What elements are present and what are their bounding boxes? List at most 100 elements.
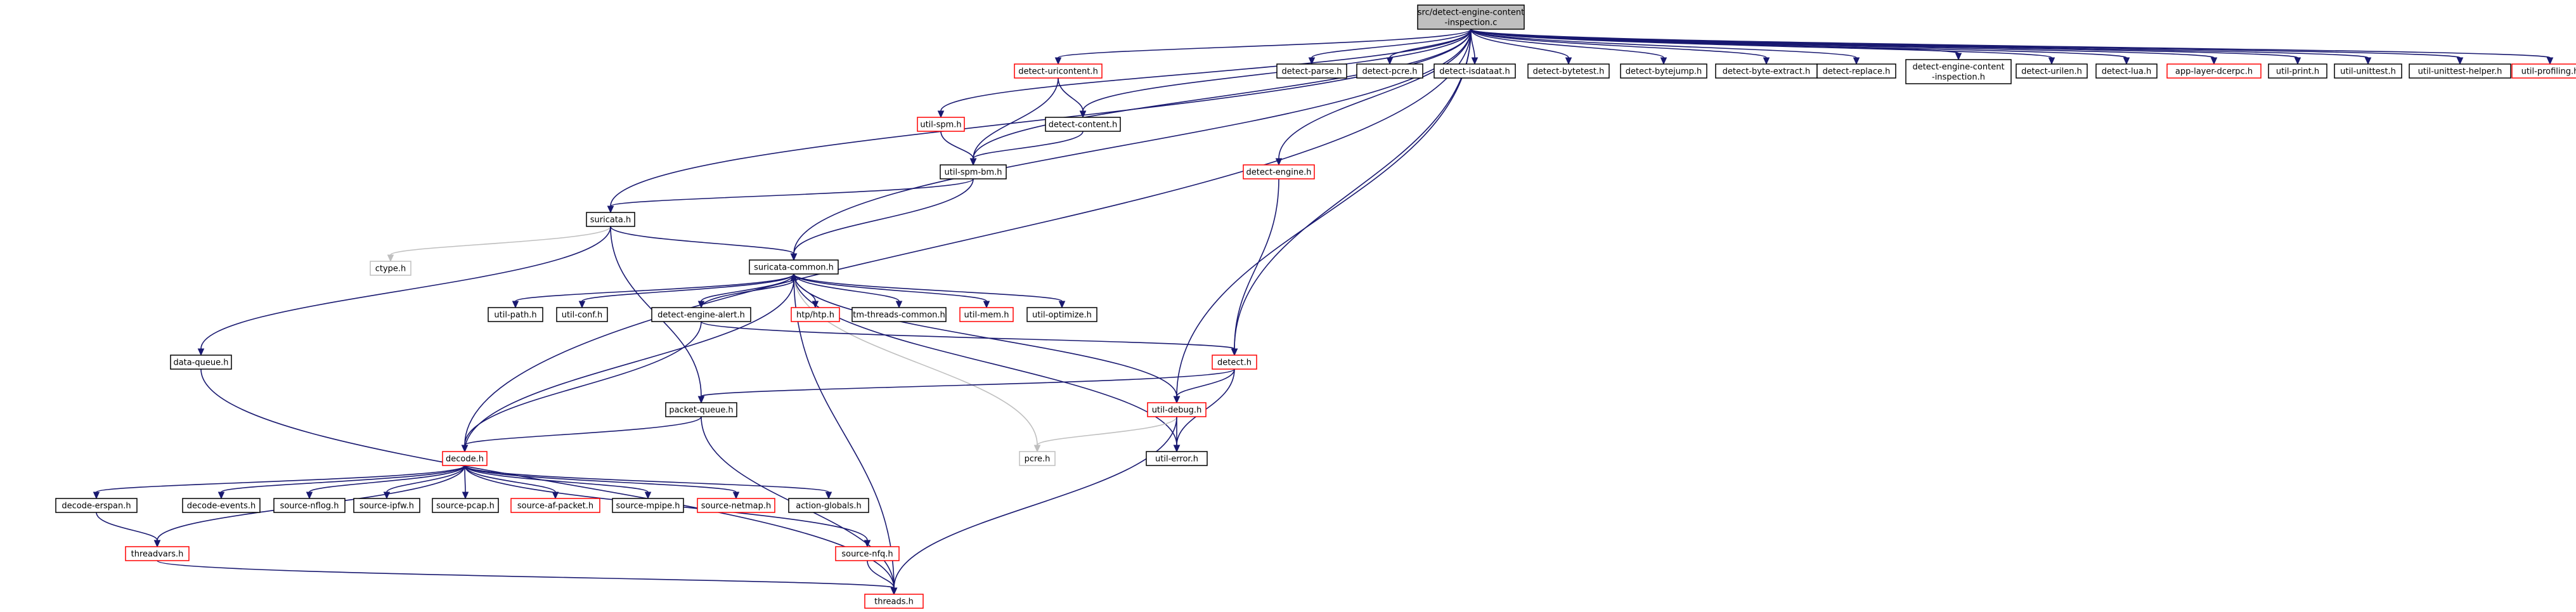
node-sourcemplpe[interactable]: source-mpipe.h <box>612 498 684 513</box>
node-utilmem[interactable]: util-mem.h <box>959 307 1014 322</box>
node-threads[interactable]: threads.h <box>864 594 924 609</box>
node-decodeevents[interactable]: decode-events.h <box>182 498 261 513</box>
node-sourcenflog[interactable]: source-nflog.h <box>273 498 346 513</box>
node-utilunittesthelper-box <box>2409 63 2511 79</box>
node-detectreplace[interactable]: detect-replace.h <box>1816 63 1896 79</box>
node-utilunittesthelper[interactable]: util-unittest-helper.h <box>2409 63 2511 79</box>
node-decodeevents-box <box>182 498 261 513</box>
edge-packetqueue-to-decode <box>464 416 702 446</box>
node-root[interactable]: src/detect-engine-content-inspection.c <box>1417 4 1525 30</box>
node-utilspm-box <box>917 117 965 132</box>
arrowhead-decodeerspan-to-threadvars <box>153 540 161 548</box>
node-sourcepcap[interactable]: source-pcap.h <box>432 498 499 513</box>
node-actionglobals[interactable]: action-globals.h <box>788 498 869 513</box>
arrowhead-suricata-to-suricatacommon <box>790 253 798 261</box>
node-detectenginecontentinspection-box <box>1905 59 2012 84</box>
node-sourceipfw-box <box>353 498 420 513</box>
node-htphtp-box <box>791 307 840 322</box>
node-utiloptimize[interactable]: util-optimize.h <box>1026 307 1097 322</box>
node-detecturilen-label: detect-urilen.h <box>2021 67 2082 77</box>
node-detectenginecontentinspection[interactable]: detect-engine-content-inspection.h <box>1905 59 2012 84</box>
node-htphtp[interactable]: htp/htp.h <box>791 307 840 322</box>
node-decode[interactable]: decode.h <box>442 451 488 466</box>
node-utilspm[interactable]: util-spm.h <box>917 117 965 132</box>
node-detectenginealert[interactable]: detect-engine-alert.h <box>651 307 751 322</box>
node-utilpath[interactable]: util-path.h <box>488 307 543 322</box>
arrowhead-root-to-detectreplace <box>1853 57 1860 65</box>
edge-utildebug-to-threads <box>893 416 1177 589</box>
node-detectlua[interactable]: detect-lua.h <box>2095 63 2158 79</box>
node-utilunittest[interactable]: util-unittest.h <box>2334 63 2402 79</box>
edge-utilspmbm-to-suricatacommon <box>793 178 974 254</box>
node-tmthreadscommon[interactable]: tm-threads-common.h <box>851 307 947 322</box>
arrowhead-root-to-utilprofiling <box>2546 57 2554 65</box>
arrowhead-root-to-detecturilen <box>2048 57 2055 65</box>
arrowhead-root-to-utilspm <box>937 110 945 119</box>
node-sourceipfw[interactable]: source-ipfw.h <box>353 498 420 513</box>
node-threadvars[interactable]: threadvars.h <box>125 546 190 561</box>
node-utilprint[interactable]: util-print.h <box>2268 63 2327 79</box>
node-utilerror-box <box>1146 451 1208 466</box>
node-packetqueue[interactable]: packet-queue.h <box>665 402 737 417</box>
node-detectbytejump[interactable]: detect-bytejump.h <box>1620 63 1707 79</box>
node-detectparse-box <box>1276 63 1347 79</box>
node-utiloptimize-box <box>1026 307 1097 322</box>
edge-suricatacommon-to-pcre <box>793 273 1038 446</box>
node-utilerror[interactable]: util-error.h <box>1146 451 1208 466</box>
arrowhead-decode-to-sourcepcap <box>462 492 469 500</box>
node-utilunittest-label: util-unittest.h <box>2340 67 2396 77</box>
node-detectbyteextract[interactable]: detect-byte-extract.h <box>1715 63 1818 79</box>
arrowhead-root-to-utilprint <box>2294 57 2301 65</box>
node-applayerdcerpc[interactable]: app-layer-dcerpc.h <box>2166 63 2262 79</box>
edge-suricata-to-suricatacommon <box>610 226 794 254</box>
edge-suricata-to-ctype <box>390 226 611 256</box>
node-detectbytetest-label: detect-bytetest.h <box>1533 67 1605 77</box>
node-detectcontent[interactable]: detect-content.h <box>1045 117 1121 132</box>
node-decodeerspan-label: decode-erspan.h <box>61 502 131 511</box>
arrowhead-utildebug-to-pcre <box>1033 445 1041 453</box>
edge-detectenginealert-to-suricatacommon <box>701 280 794 308</box>
node-detectbytetest[interactable]: detect-bytetest.h <box>1527 63 1610 79</box>
node-actionglobals-box <box>788 498 869 513</box>
node-sourceafpacket[interactable]: source-af-packet.h <box>510 498 600 513</box>
node-detecturicontent[interactable]: detect-uricontent.h <box>1014 63 1103 79</box>
node-suricatacommon[interactable]: suricata-common.h <box>749 259 839 275</box>
edge-utilspm-to-utilspmbm <box>940 131 974 159</box>
edge-root-to-utilspm <box>940 29 1472 112</box>
arrowhead-root-to-utilunittesthelper <box>2456 57 2464 65</box>
node-sourcenetmap[interactable]: source-netmap.h <box>697 498 775 513</box>
node-utilmem-label: util-mem.h <box>964 311 1009 320</box>
node-utilprofiling[interactable]: util-profiling.h <box>2511 63 2576 79</box>
node-detecturilen[interactable]: detect-urilen.h <box>2016 63 2088 79</box>
edge-suricatacommon-to-utilconf <box>581 273 794 302</box>
node-sourcepcap-label: source-pcap.h <box>436 502 495 511</box>
node-detectparse[interactable]: detect-parse.h <box>1276 63 1347 79</box>
edge-root-to-detectreplace <box>1470 29 1857 58</box>
node-dataqueue[interactable]: data-queue.h <box>170 355 232 370</box>
node-decodeevents-label: decode-events.h <box>187 502 256 511</box>
edge-root-to-detect <box>1234 29 1472 349</box>
node-utildebug-box <box>1147 402 1207 417</box>
node-suricatacommon-label: suricata-common.h <box>754 263 834 273</box>
node-utilspmbm[interactable]: util-spm-bm.h <box>940 164 1007 179</box>
node-decodeerspan[interactable]: decode-erspan.h <box>55 498 138 513</box>
edge-root-to-utilprofiling <box>1470 29 2551 58</box>
node-utilprint-box <box>2268 63 2327 79</box>
node-detectpcre[interactable]: detect-pcre.h <box>1356 63 1423 79</box>
edge-root-to-utilspmbm <box>973 29 1472 159</box>
node-utildebug[interactable]: util-debug.h <box>1147 402 1207 417</box>
node-utilconf[interactable]: util-conf.h <box>556 307 608 322</box>
node-detectisdataat[interactable]: detect-isdataat.h <box>1434 63 1516 79</box>
node-decodeerspan-box <box>55 498 138 513</box>
arrowhead-suricatacommon-to-tmthreadscommon <box>895 301 903 309</box>
node-suricata[interactable]: suricata.h <box>586 212 635 227</box>
node-detect[interactable]: detect.h <box>1212 355 1257 370</box>
node-detectlua-box <box>2095 63 2158 79</box>
node-root-box <box>1417 4 1525 30</box>
nodes-layer: src/detect-engine-content-inspection.c su… <box>55 4 2576 609</box>
node-detecturicontent-box <box>1014 63 1103 79</box>
node-detectengine[interactable]: detect-engine.h <box>1243 164 1315 179</box>
node-sourcenfq[interactable]: source-nfq.h <box>835 546 900 561</box>
node-utilspm-label: util-spm.h <box>920 120 961 130</box>
